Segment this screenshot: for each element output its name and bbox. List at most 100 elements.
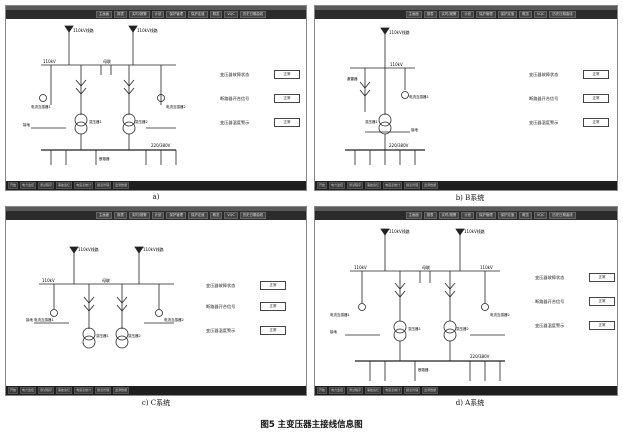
taskbar-item[interactable]: 事故追忆 xyxy=(56,387,73,394)
menu-item[interactable]: 报表 xyxy=(114,11,127,18)
menu-item[interactable]: 实时/报警 xyxy=(438,212,460,219)
status-row: 断路器开合信号 正常 xyxy=(220,94,300,103)
ct-label: 电流互感器2 xyxy=(164,317,184,322)
taskbar-item[interactable]: 开始 xyxy=(8,182,19,189)
taskbar-item[interactable]: 测试程序 xyxy=(347,387,364,394)
taskbar-item[interactable]: 事故追忆 xyxy=(365,387,382,394)
bus-label: 110kV xyxy=(43,59,56,64)
bus-tie-label: 母联 xyxy=(102,277,110,283)
status-indicator[interactable]: 正常 xyxy=(589,273,615,282)
menu-item[interactable]: 主画面 xyxy=(405,11,422,18)
menu-item[interactable]: 报表 xyxy=(114,212,127,219)
menu-bar: 主画面 报表 实时/报警 计划 保护管理 保护定值 概览 VQC 历史日期曲线 xyxy=(315,10,617,19)
taskbar-item[interactable]: 报表管理 xyxy=(95,182,112,189)
status-row: 变压器温度警示 正常 xyxy=(535,321,615,330)
menu-item[interactable]: 保护定值 xyxy=(497,11,518,18)
menu-item[interactable]: 历史日期曲线 xyxy=(549,212,576,219)
menu-item[interactable]: 概览 xyxy=(209,11,223,18)
status-label: 变压器故障状态 xyxy=(535,274,565,280)
menu-item[interactable]: 概览 xyxy=(209,212,223,219)
status-indicator[interactable]: 正常 xyxy=(260,281,286,290)
grounding-label: 接地 xyxy=(26,317,33,322)
menu-item[interactable]: 历史日期曲线 xyxy=(549,11,576,18)
status-row: 变压器温度警示 正常 xyxy=(529,118,609,127)
status-indicator[interactable]: 正常 xyxy=(589,297,615,306)
status-indicator[interactable]: 正常 xyxy=(583,118,609,127)
taskbar-item[interactable]: 开始 xyxy=(8,387,19,394)
taskbar-item[interactable]: 事故追忆 xyxy=(365,182,382,189)
menu-item[interactable]: VQC xyxy=(224,11,238,18)
taskbar-item[interactable]: 报表管理 xyxy=(404,182,421,189)
menu-item[interactable]: 报表 xyxy=(423,212,437,219)
menu-item[interactable]: 保护定值 xyxy=(188,212,208,219)
single-line-diagram: 110kV线路 110kV线路 110kV 母联 电流互感器1 电流互感器2 变… xyxy=(23,25,186,165)
taskbar-item[interactable]: 报表管理 xyxy=(95,387,112,394)
menu-item[interactable]: 计划 xyxy=(461,11,475,18)
taskbar-item[interactable]: 事故追忆 xyxy=(56,182,73,189)
panel-b: 主画面 报表 实时/报警 计划 保护管理 保护定值 概览 VQC 历史日期曲线 … xyxy=(314,5,618,191)
status-indicator[interactable]: 正常 xyxy=(260,326,286,335)
taskbar-item[interactable]: 监测数据 xyxy=(113,182,130,189)
taskbar-item[interactable]: 电力监控 xyxy=(329,387,346,394)
status-indicator[interactable]: 正常 xyxy=(274,70,300,79)
menu-item[interactable]: 报表 xyxy=(423,11,437,18)
menu-item[interactable]: VQC xyxy=(224,212,238,219)
status-label: 变压器故障状态 xyxy=(529,71,559,77)
taskbar-item[interactable]: 报表管理 xyxy=(404,387,421,394)
menu-item[interactable]: 主画面 xyxy=(405,212,422,219)
menu-bar: 主画面 报表 实时/报警 计划 保护管理 保护定值 概览 VQC 历史日期曲线 xyxy=(315,211,617,220)
menu-item[interactable]: 保护定值 xyxy=(188,11,208,18)
menu-item[interactable]: 历史日期曲线 xyxy=(239,11,267,18)
status-indicator[interactable]: 正常 xyxy=(274,94,300,103)
menu-item[interactable]: 保护管理 xyxy=(166,212,187,219)
taskbar-item[interactable]: 电度表统计 xyxy=(383,387,403,394)
taskbar-item[interactable]: 开始 xyxy=(317,387,328,394)
menu-item[interactable]: 概览 xyxy=(519,11,532,18)
menu-item[interactable]: 实时/报警 xyxy=(128,11,150,18)
menu-item[interactable]: 保护管理 xyxy=(166,11,187,18)
taskbar-item[interactable]: 电力监控 xyxy=(329,182,346,189)
taskbar-item[interactable]: 电度表统计 xyxy=(383,182,403,189)
menu-item[interactable]: 计划 xyxy=(461,212,475,219)
breaker-label: 断路器 xyxy=(99,156,110,161)
menu-item[interactable]: 保护管理 xyxy=(476,11,496,18)
taskbar-item[interactable]: 监测数据 xyxy=(422,182,439,189)
taskbar-item[interactable]: 电度表统计 xyxy=(74,387,94,394)
menu-item[interactable]: 概览 xyxy=(519,212,532,219)
menu-item[interactable]: 保护管理 xyxy=(476,212,496,219)
ct-label: 电流互感器1 xyxy=(409,94,429,99)
menu-item[interactable]: VQC xyxy=(533,212,548,219)
status-indicator[interactable]: 正常 xyxy=(589,321,615,330)
taskbar-item[interactable]: 电力监控 xyxy=(20,182,37,189)
menu-item[interactable]: 计划 xyxy=(151,212,165,219)
arrester-label: 避雷器 xyxy=(347,76,358,81)
menu-item[interactable]: 主画面 xyxy=(96,212,113,219)
menu-item[interactable]: 历史日期曲线 xyxy=(239,212,267,219)
menu-item[interactable]: 实时/报警 xyxy=(128,212,150,219)
taskbar-item[interactable]: 测试程序 xyxy=(347,182,364,189)
taskbar: 开始 电力监控 测试程序 事故追忆 电度表统计 报表管理 监测数据 xyxy=(315,386,617,395)
status-indicator[interactable]: 正常 xyxy=(260,302,286,311)
status-row: 断路器开合信号 正常 xyxy=(535,297,615,306)
taskbar-item[interactable]: 测试程序 xyxy=(38,387,55,394)
menu-item[interactable]: 保护定值 xyxy=(497,212,518,219)
status-indicator[interactable]: 正常 xyxy=(583,70,609,79)
menu-bar: 主画面 报表 实时/报警 计划 保护管理 保护定值 概览 VQC 历史日期曲线 xyxy=(6,10,306,19)
panel-caption: c) C系统 xyxy=(141,399,171,407)
menu-item[interactable]: VQC xyxy=(533,11,548,18)
grounding-label: 接地 xyxy=(23,122,30,127)
taskbar-item[interactable]: 测试程序 xyxy=(38,182,55,189)
status-indicator[interactable]: 正常 xyxy=(583,94,609,103)
taskbar-item[interactable]: 监测数据 xyxy=(422,387,439,394)
taskbar-item[interactable]: 开始 xyxy=(317,182,328,189)
menu-item[interactable]: 实时/报警 xyxy=(438,11,460,18)
menu-item[interactable]: 计划 xyxy=(151,11,165,18)
taskbar-item[interactable]: 电度表统计 xyxy=(74,182,94,189)
taskbar-item[interactable]: 监测数据 xyxy=(113,387,130,394)
bus-label: 110kV xyxy=(390,62,403,67)
status-indicator[interactable]: 正常 xyxy=(274,118,300,127)
taskbar-item[interactable]: 电力监控 xyxy=(20,387,37,394)
ct-label: 电流互感器2 xyxy=(166,104,186,109)
menu-item[interactable]: 主画面 xyxy=(96,11,113,18)
line-label: 110kV线路 xyxy=(464,228,485,234)
